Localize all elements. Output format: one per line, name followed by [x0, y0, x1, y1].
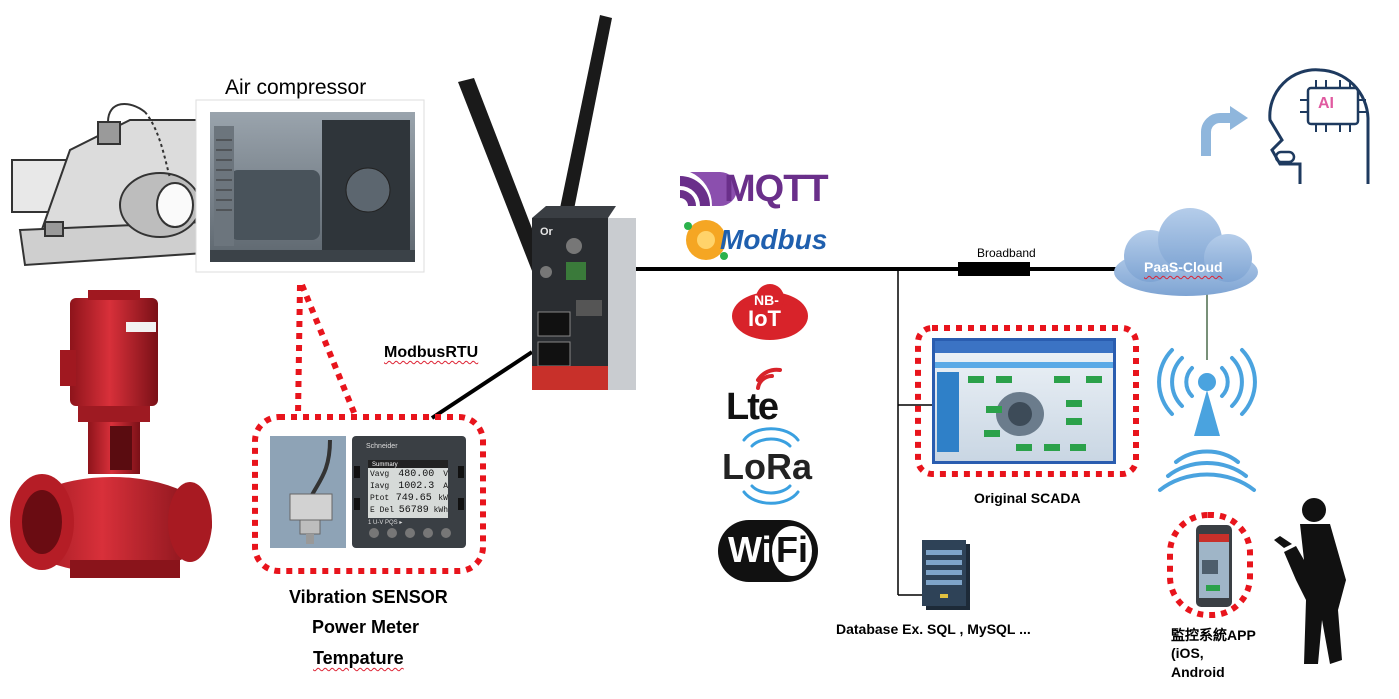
meter-row-unit: kW	[438, 494, 448, 503]
modbus-rtu-label: ModbusRTU	[384, 344, 479, 361]
broadband-connector	[958, 262, 1030, 276]
meter-row: Vavg 480.00 V	[370, 469, 448, 481]
router-brand: Or	[540, 226, 553, 238]
lora-logo-waves	[742, 427, 800, 505]
bearing-block-image	[11, 103, 251, 267]
lte-logo-text: Lte	[726, 386, 779, 428]
original-scada-label: Original SCADA	[974, 490, 1081, 506]
meter-row-unit: kWh	[433, 506, 448, 515]
sensor-label-vibration: Vibration SENSOR	[289, 587, 448, 607]
app-label-line1: 監控系統APP	[1171, 627, 1256, 643]
meter-header: Summary	[372, 462, 398, 468]
database-server-icon	[922, 540, 970, 610]
broadband-label: Broadband	[977, 246, 1036, 260]
modbus-logo-text: Modbus	[720, 224, 828, 255]
ai-chip-text: AI	[1318, 95, 1334, 112]
wireless-tower-icon	[1157, 348, 1257, 492]
meter-row-label: Vavg	[370, 470, 390, 479]
network-lines	[430, 267, 1208, 596]
wifi-logo-fi: Fi	[776, 529, 808, 570]
meter-row-unit: V	[443, 470, 448, 479]
meter-row: Iavg 1002.3 A	[370, 481, 448, 493]
database-label: Database Ex. SQL , MySQL ...	[836, 621, 1031, 637]
mqtt-logo-text: MQTT	[724, 168, 829, 210]
sensor-label-temperature: Tempature	[313, 648, 404, 668]
person-silhouette	[1274, 498, 1346, 664]
ai-head-icon	[1201, 68, 1370, 184]
vibration-sensor-image	[270, 436, 346, 548]
paas-cloud-shape	[1114, 208, 1258, 296]
meter-row-label: Ptot	[370, 494, 390, 503]
meter-row-label: E Del	[370, 506, 395, 515]
meter-row-label: Iavg	[370, 482, 390, 491]
air-compressor-label: Air compressor	[225, 76, 367, 99]
sensor-callout	[252, 283, 486, 574]
nbiot-logo	[732, 284, 808, 340]
app-label-line2: (iOS,	[1171, 645, 1204, 661]
air-compressor-image	[195, 99, 425, 273]
router-image	[458, 15, 636, 390]
modbus-rtu-link	[430, 350, 534, 420]
meter-row-value: 480.00	[398, 469, 435, 480]
phone-app-callout	[1167, 512, 1253, 618]
meter-row-value: 56789	[398, 505, 429, 516]
meter-brand: Schneider	[366, 443, 398, 450]
app-label-line3: Android	[1171, 664, 1225, 680]
meter-row-value: 1002.3	[398, 481, 435, 492]
wifi-logo	[718, 520, 818, 582]
nbiot-logo-bottom: IoT	[748, 306, 781, 331]
modbus-logo-mark	[684, 220, 728, 260]
pump-image	[10, 290, 212, 578]
meter-row-value: 749.65	[395, 493, 432, 504]
meter-row-unit: A	[443, 482, 448, 491]
wifi-logo-wi: Wi	[728, 529, 772, 570]
power-meter-image	[352, 436, 466, 548]
meter-row: Ptot 749.65 kW	[370, 493, 448, 505]
meter-readings: Vavg 480.00 V Iavg 1002.3 A Ptot 749.65 kW E D…	[370, 469, 448, 517]
mqtt-logo	[680, 172, 737, 206]
lte-logo-waves	[756, 367, 782, 390]
lora-logo-text: LoRa	[722, 446, 812, 487]
sensor-label-power-meter: Power Meter	[312, 617, 420, 637]
nbiot-logo-top: NB-	[754, 292, 779, 308]
scada-callout	[915, 325, 1139, 477]
meter-soft-keys: 1 U-V PQS ▸	[368, 520, 403, 526]
paas-cloud-label: PaaS-Cloud	[1144, 259, 1223, 275]
